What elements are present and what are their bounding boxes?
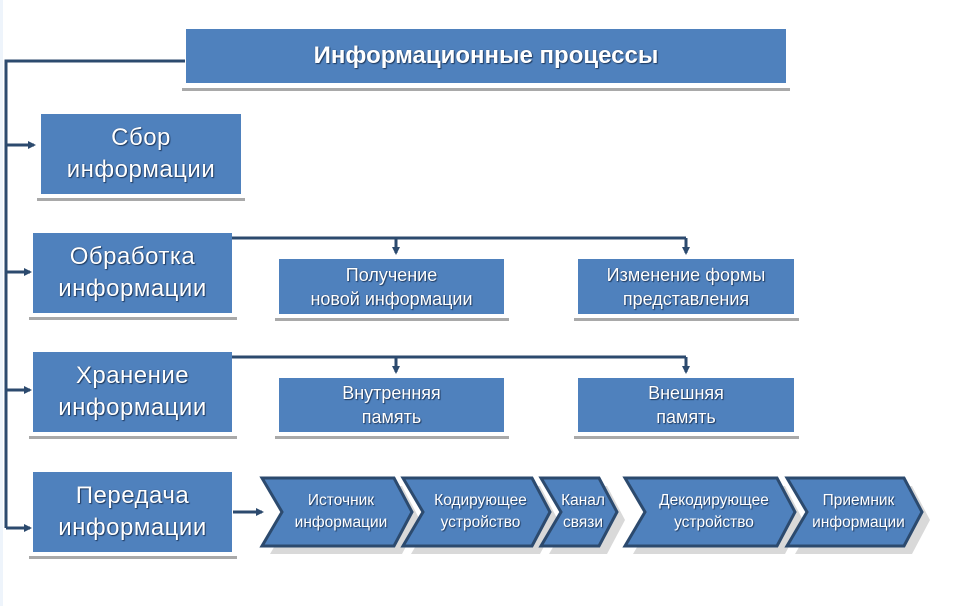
subprocess-label-line2: память [656,407,716,427]
subprocess-underline [275,436,509,439]
subprocess-underline [574,318,799,321]
subprocess-underline [574,436,799,439]
process-underline [29,556,237,559]
chevron-label-line1: Приемник [822,492,895,509]
process-label-line2: информации [58,394,207,421]
chevron-label-line2: информации [812,514,905,531]
process-label-line2: информации [58,275,207,302]
subprocess-underline [275,318,509,321]
chevron-label-source: Источник информации [276,478,406,546]
page-left-edge [0,0,3,606]
process-underline [29,317,237,320]
process-label-line2: информации [66,156,216,183]
process-label-line1: Передача [75,482,190,509]
subprocess-box-external-memory: Внешняя память [578,378,794,432]
title-text: Информационные процессы [313,41,659,69]
subprocess-label-line2: новой информации [310,288,473,309]
chevron-label-line1: Декодирующее [659,492,769,509]
chevron-label-line1: Канал [561,492,605,509]
chevron-label-line1: Кодирующее [434,492,527,509]
subprocess-box-internal-memory: Внутренняя память [279,378,504,432]
chevron-label-line2: связи [563,514,603,531]
process-label-line1: Хранение [75,362,190,389]
process-box-collection: Сбор информации [41,114,241,194]
process-label-line1: Обработка [69,243,196,270]
chevron-label-channel: Канал связи [555,478,611,546]
process-label-line1: Сбор [111,124,171,151]
subprocess-label-line2: память [361,407,422,427]
process-box-transmission: Передача информации [33,472,232,552]
chevron-label-receiver: Приемник информации [801,478,916,546]
chevron-label-line1: Источник [307,492,375,509]
subprocess-label-line1: Получение [345,264,438,285]
subprocess-label-line1: Изменение формы [606,264,766,285]
subprocess-box-form-change: Изменение формы представления [578,259,794,314]
subprocess-box-new-information: Получение новой информации [279,259,504,314]
subprocess-label-line1: Внутренняя [342,383,441,403]
subprocess-label-line1: Внешняя [648,383,724,403]
process-underline [37,198,245,201]
chevron-label-decoder: Декодирующее устройство [639,478,789,546]
chevron-label-encoder: Кодирующее устройство [417,478,544,546]
process-box-storage: Хранение информации [33,352,232,432]
chevron-label-line2: информации [294,514,388,531]
chevron-label-line2: устройство [674,514,754,531]
title-underline [182,88,790,91]
title-box: Информационные процессы [186,29,786,83]
subprocess-label-line2: представления [622,288,750,309]
process-box-processing: Обработка информации [33,233,232,313]
chevron-label-line2: устройство [440,514,521,531]
process-underline [29,436,237,439]
process-label-line2: информации [58,514,207,541]
